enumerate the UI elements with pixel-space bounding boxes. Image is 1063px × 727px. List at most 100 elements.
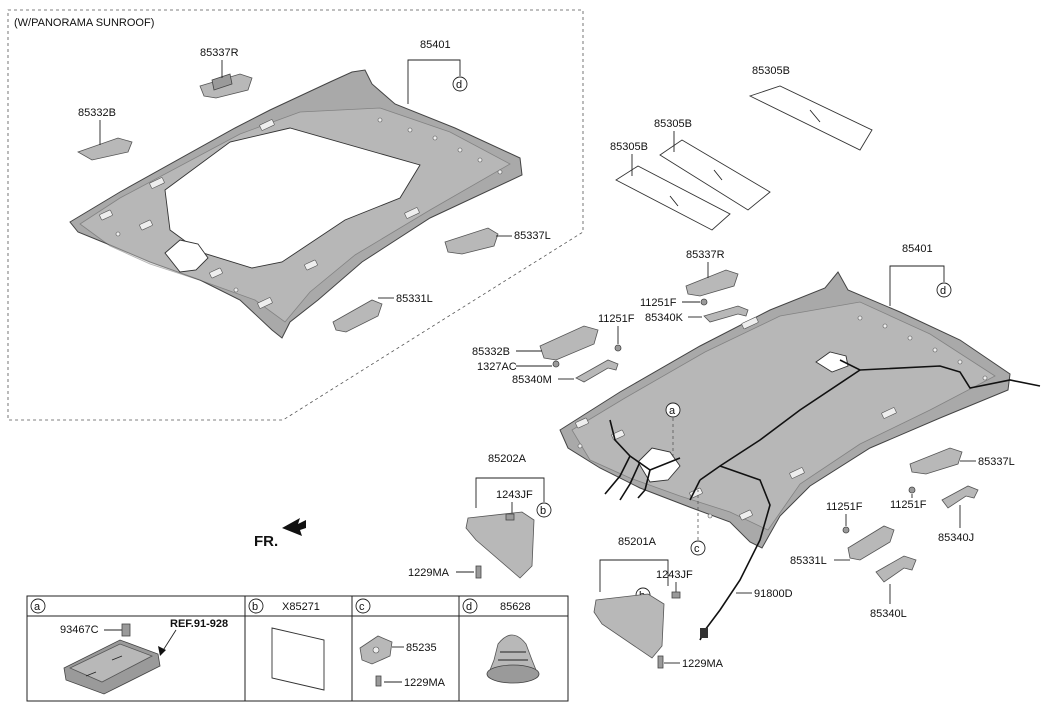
panel-85305B-right-seam (809, 109, 821, 123)
label-85305B-a: 85305B (752, 65, 790, 77)
legend-d-key (462, 598, 478, 614)
legend-a-item-93467C: 93467C (60, 624, 99, 636)
label-85332B-main: 85332B (472, 346, 510, 358)
panel-85305B-middle (659, 139, 771, 211)
label-91800D: 91800D (754, 588, 793, 600)
label-85340L: 85340L (870, 608, 907, 620)
callout-a-main-letter: a (669, 405, 676, 417)
leader-85202A (475, 477, 545, 508)
legend-b-code: X85271 (282, 601, 320, 613)
panel-85305B-right (748, 85, 873, 151)
harness-connector (700, 628, 708, 638)
label-11251F-a: 11251F (640, 297, 677, 309)
callout-d-main-letter: d (940, 285, 946, 297)
screw-1243JF-a (505, 513, 515, 521)
callout-a-main (665, 402, 681, 418)
bracket-85332B-main (539, 325, 599, 361)
screw-1229MA-c (375, 675, 382, 687)
callout-c-main (690, 540, 706, 556)
leader-85401-main (889, 265, 945, 306)
label-85202A: 85202A (488, 453, 527, 465)
bracket-85337R-main (685, 269, 739, 297)
label-85340J: 85340J (938, 532, 974, 544)
label-85401-top: 85401 (420, 39, 451, 51)
panorama-group-label: (W/PANORAMA SUNROOF) (14, 17, 154, 29)
label-1229MA-b: 1229MA (682, 658, 724, 670)
grip-85340L (875, 555, 917, 583)
legend-c-item-1229MA: 1229MA (404, 677, 446, 689)
grip-85340M (575, 359, 619, 383)
legend-c-key (355, 598, 371, 614)
callout-d-top-letter: d (456, 79, 462, 91)
leader-85401-top (407, 59, 461, 104)
label-85305B-b: 85305B (654, 118, 692, 130)
callout-c-main-letter: c (694, 543, 700, 555)
callout-b-upper-letter: b (540, 505, 546, 517)
label-85340M: 85340M (512, 374, 552, 386)
label-85332B-top: 85332B (78, 107, 116, 119)
screw-1243JF-b (671, 591, 681, 599)
panorama-group-boundary (7, 9, 584, 421)
legend-b-key (248, 598, 264, 614)
label-85331L-top: 85331L (396, 293, 433, 305)
label-11251F-b: 11251F (598, 313, 635, 325)
clip-1327AC (552, 360, 560, 368)
clip-11251F-c (842, 526, 850, 534)
label-85337R-top: 85337R (200, 47, 239, 59)
label-85337L-main: 85337L (978, 456, 1015, 468)
clip-11251F-a (700, 298, 708, 306)
fr-arrow-icon (282, 518, 306, 536)
bracket-85331L-top (332, 299, 383, 333)
label-11251F-d: 11251F (890, 499, 927, 511)
bracket-85331L-main (847, 525, 895, 561)
label-85201A: 85201A (618, 536, 657, 548)
label-85340K: 85340K (645, 312, 684, 324)
legend-a-item-ref: REF.91-928 (170, 618, 228, 630)
legend-d-code: 85628 (500, 601, 531, 613)
bracket-85337R-top (199, 73, 253, 99)
wiring-harness-91800D (604, 359, 1041, 641)
bracket-85337L-main (909, 447, 963, 475)
panel-85305B-left-seam (669, 195, 679, 207)
sunvisor-85201A (593, 593, 665, 659)
grip-85340J (941, 485, 979, 509)
callout-b-upper (536, 502, 552, 518)
headliner-panorama (69, 69, 523, 339)
legend-b-letter: b (252, 601, 258, 613)
label-1229MA-a: 1229MA (408, 567, 450, 579)
label-85337R-main: 85337R (686, 249, 725, 261)
sunvisor-85202A (465, 511, 535, 579)
label-11251F-c: 11251F (826, 501, 863, 513)
label-1243JF-a: 1243JF (496, 489, 533, 501)
fr-label: FR. (254, 533, 278, 550)
label-1327AC: 1327AC (477, 361, 517, 373)
label-85305B-c: 85305B (610, 141, 648, 153)
legend-c-letter: c (359, 601, 365, 613)
ref-arrow-icon (158, 646, 166, 656)
legend-table (26, 595, 569, 702)
label-85337L-top: 85337L (514, 230, 551, 242)
panel-85305B-middle-seam (713, 169, 723, 181)
label-85331L-main: 85331L (790, 555, 827, 567)
bracket-85235 (359, 635, 393, 665)
headliner-main (559, 271, 1011, 549)
legend-c-item-85235: 85235 (406, 642, 437, 654)
bracket-85337L-top (444, 227, 499, 255)
bracket-85332B-top (77, 137, 133, 161)
label-85401-main: 85401 (902, 243, 933, 255)
callout-d-top (452, 76, 468, 92)
label-1243JF-b: 1243JF (656, 569, 693, 581)
legend-a-key (30, 598, 46, 614)
panel-85305B-left (615, 165, 731, 231)
grip-85340K (703, 305, 749, 323)
leader-85201A (599, 559, 669, 592)
callout-d-main (936, 282, 952, 298)
screw-1229MA-a (475, 565, 482, 579)
legend-d-letter: d (466, 601, 472, 613)
leader-ref (161, 629, 177, 653)
clip-11251F-b (614, 344, 622, 352)
clip-11251F-d (908, 486, 916, 494)
pad-X85271 (271, 627, 325, 691)
clip-85628 (486, 634, 540, 684)
